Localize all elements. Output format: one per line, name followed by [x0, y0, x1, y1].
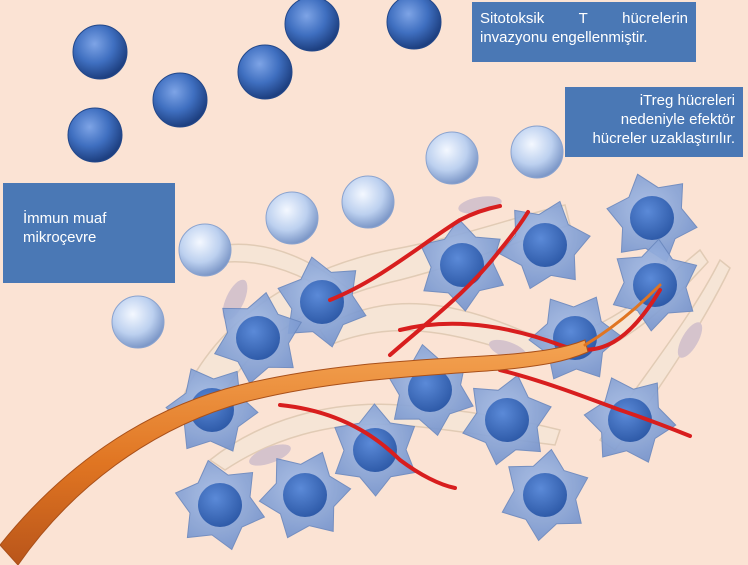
tumor-treg-cell-icon — [176, 461, 265, 550]
itreg-note-line: nedeniyle efektör — [573, 110, 735, 129]
itreg-cell-icon — [179, 224, 231, 276]
itreg-cell-icon — [426, 132, 478, 184]
cytotoxic-t-cell-icon — [153, 73, 207, 127]
cytotoxic-note-word: hücrelerin — [622, 9, 688, 28]
tumor-treg-cell-icon — [500, 202, 590, 289]
itreg-cell-icon — [342, 176, 394, 228]
cytotoxic-t-cell-note: Sitotoksik T hücrelerin invazyonu engell… — [472, 2, 696, 62]
immune-privileged-note: İmmun muaf mikroçevre — [3, 183, 175, 283]
cytotoxic-t-cell-icon — [387, 0, 441, 49]
itreg-note-line: hücreler uzaklaştırılır. — [573, 129, 735, 148]
cytotoxic-t-cell-icon — [285, 0, 339, 51]
immune-note-line: mikroçevre — [23, 228, 155, 247]
itreg-note: iTreg hücreleri nedeniyle efektör hücrel… — [565, 87, 743, 157]
itreg-cell-icon — [511, 126, 563, 178]
itreg-note-line: iTreg hücreleri — [573, 91, 735, 110]
tumor-treg-cell-icon — [584, 378, 675, 462]
cytotoxic-t-cell-icon — [238, 45, 292, 99]
tumor-treg-cell-icon — [463, 375, 551, 464]
itreg-cell-icon — [112, 296, 164, 348]
tumor-treg-cell-icon — [259, 452, 350, 537]
itreg-cell-icon — [266, 192, 318, 244]
cytotoxic-note-word: T — [579, 9, 588, 28]
cytotoxic-t-cell-icon — [68, 108, 122, 162]
cytotoxic-note-line-1: Sitotoksik T hücrelerin — [480, 9, 688, 28]
cytotoxic-t-cell-icon — [73, 25, 127, 79]
cytotoxic-note-line-2: invazyonu engellenmiştir. — [480, 28, 688, 47]
tumor-treg-cell-icon — [502, 450, 587, 541]
cytotoxic-note-word: Sitotoksik — [480, 9, 544, 28]
immune-note-line: İmmun muaf — [23, 209, 155, 228]
